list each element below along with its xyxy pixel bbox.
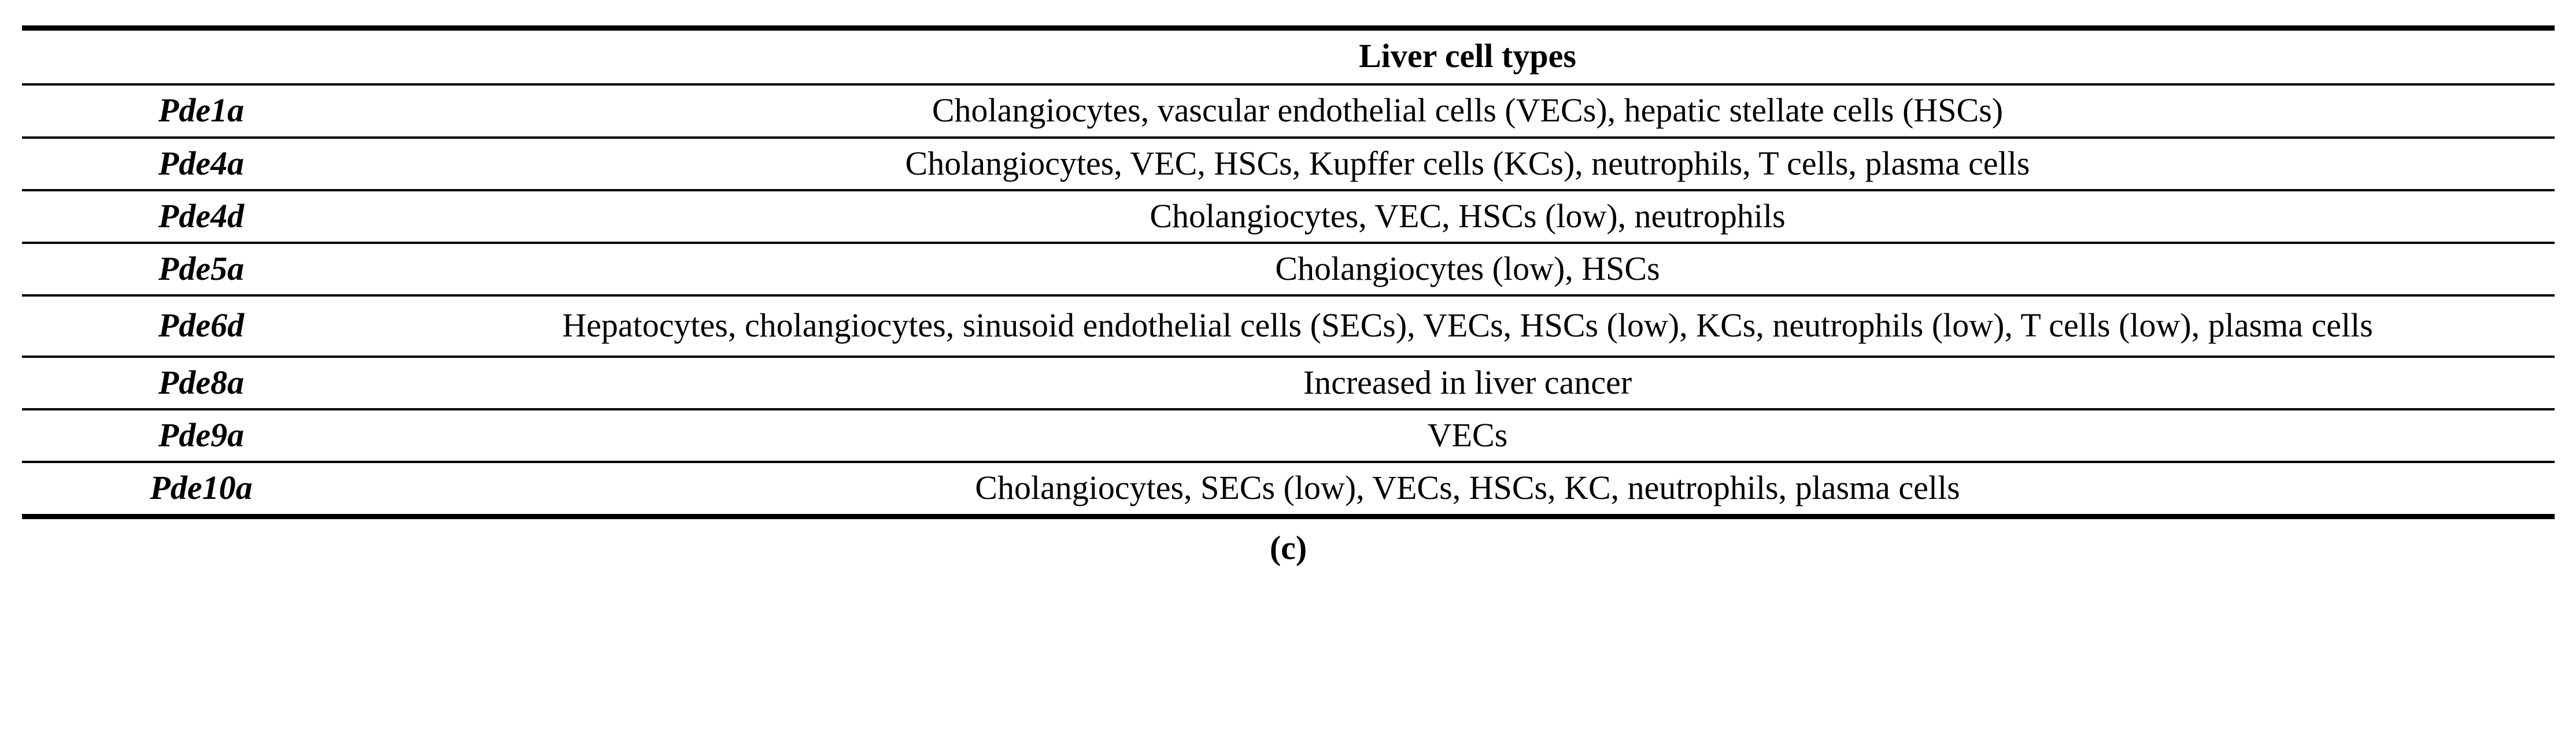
gene-name-cell: Pde4d xyxy=(22,190,380,245)
cell-types-cell: Cholangiocytes, VEC, HSCs (low), neutrop… xyxy=(380,190,2555,245)
column-header-gene xyxy=(22,25,380,86)
table-body: Pde1a Cholangiocytes, vascular endotheli… xyxy=(22,84,2555,519)
figure-panel-caption-text: (c) xyxy=(1269,528,1307,567)
cell-types-cell: Cholangiocytes (low), HSCs xyxy=(380,243,2555,297)
table-row: Pde4a Cholangiocytes, VEC, HSCs, Kupffer… xyxy=(22,137,2555,191)
figure-panel-caption: (c) xyxy=(22,519,2555,567)
table-header: Liver cell types xyxy=(22,25,2555,86)
table-row: Pde5a Cholangiocytes (low), HSCs xyxy=(22,243,2555,297)
gene-name-cell: Pde9a xyxy=(22,409,380,464)
cell-types-cell: VECs xyxy=(380,409,2555,464)
gene-name-cell: Pde10a xyxy=(22,462,380,519)
gene-name-cell: Pde1a xyxy=(22,84,380,139)
pde-liver-cell-types-table: Liver cell types Pde1a Cholangiocytes, v… xyxy=(22,25,2555,519)
cell-types-cell: Cholangiocytes, VEC, HSCs, Kupffer cells… xyxy=(380,137,2555,191)
column-header-liver-cell-types: Liver cell types xyxy=(380,25,2555,86)
table-row: Pde8a Increased in liver cancer xyxy=(22,356,2555,410)
table-row: Pde4d Cholangiocytes, VEC, HSCs (low), n… xyxy=(22,190,2555,245)
table-header-row: Liver cell types xyxy=(22,25,2555,86)
table-row: Pde1a Cholangiocytes, vascular endotheli… xyxy=(22,84,2555,139)
table-row: Pde6d Hepatocytes, cholangiocytes, sinus… xyxy=(22,295,2555,358)
table-row: Pde10a Cholangiocytes, SECs (low), VECs,… xyxy=(22,462,2555,519)
table-row: Pde9a VECs xyxy=(22,409,2555,464)
cell-types-cell: Cholangiocytes, vascular endothelial cel… xyxy=(380,84,2555,139)
cell-types-cell: Cholangiocytes, SECs (low), VECs, HSCs, … xyxy=(380,462,2555,519)
gene-name-cell: Pde8a xyxy=(22,356,380,410)
gene-name-cell: Pde4a xyxy=(22,137,380,191)
cell-types-cell: Hepatocytes, cholangiocytes, sinusoid en… xyxy=(380,295,2555,358)
gene-name-cell: Pde5a xyxy=(22,243,380,297)
gene-name-cell: Pde6d xyxy=(22,295,380,358)
liver-cell-types-table-container: Liver cell types Pde1a Cholangiocytes, v… xyxy=(22,25,2555,567)
cell-types-cell: Increased in liver cancer xyxy=(380,356,2555,410)
